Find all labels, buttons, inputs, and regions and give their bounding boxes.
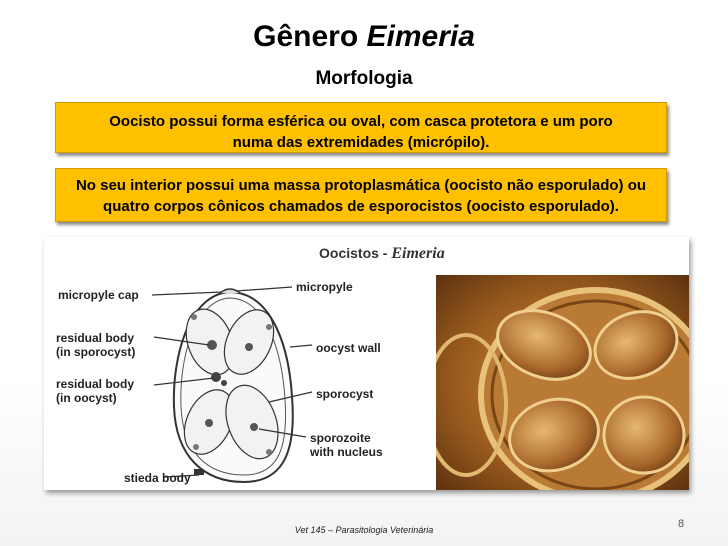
slide-title: Gênero Eimeria (0, 20, 728, 54)
info-box-shape-line1: Oocisto possui forma esférica ou oval, c… (109, 113, 613, 130)
title-prefix: Gênero (253, 20, 359, 53)
info-box-interior: No seu interior possui uma massa protopl… (55, 168, 667, 222)
label-sporozoite: sporozoite with nucleus (310, 431, 383, 459)
info-box-shape: Oocisto possui forma esférica ou oval, c… (55, 102, 667, 153)
oocyst-micrograph (436, 275, 689, 490)
label-sporocyst: sporocyst (316, 387, 374, 401)
label-micropyle: micropyle (296, 280, 353, 294)
label-residual-body-oocyst: residual body (in oocyst) (56, 377, 135, 405)
label-residual-body-sporocyst: residual body (in sporocyst) (56, 331, 136, 359)
info-box-shape-line2: numa das extremidades (micrópilo). (232, 134, 490, 151)
info-box-interior-line2: quatro corpos cônicos chamados de esporo… (103, 198, 619, 215)
oocyst-figure: Oocistos - Eimeria (44, 237, 689, 490)
figure-title: Oocistos - Eimeria (319, 245, 445, 262)
slide-subtitle: Morfologia (315, 68, 413, 89)
label-stieda-body: stieda body (124, 471, 191, 485)
page-number: 8 (678, 518, 685, 530)
label-oocyst-wall: oocyst wall (316, 341, 381, 355)
oocyst-diagram (151, 286, 313, 484)
label-micropyle-cap: micropyle cap (58, 288, 139, 302)
footer: Vet 145 – Parasitologia Veterinária (294, 525, 434, 535)
info-box-interior-line1: No seu interior possui uma massa protopl… (75, 177, 647, 194)
title-genus: Eimeria (366, 20, 475, 53)
